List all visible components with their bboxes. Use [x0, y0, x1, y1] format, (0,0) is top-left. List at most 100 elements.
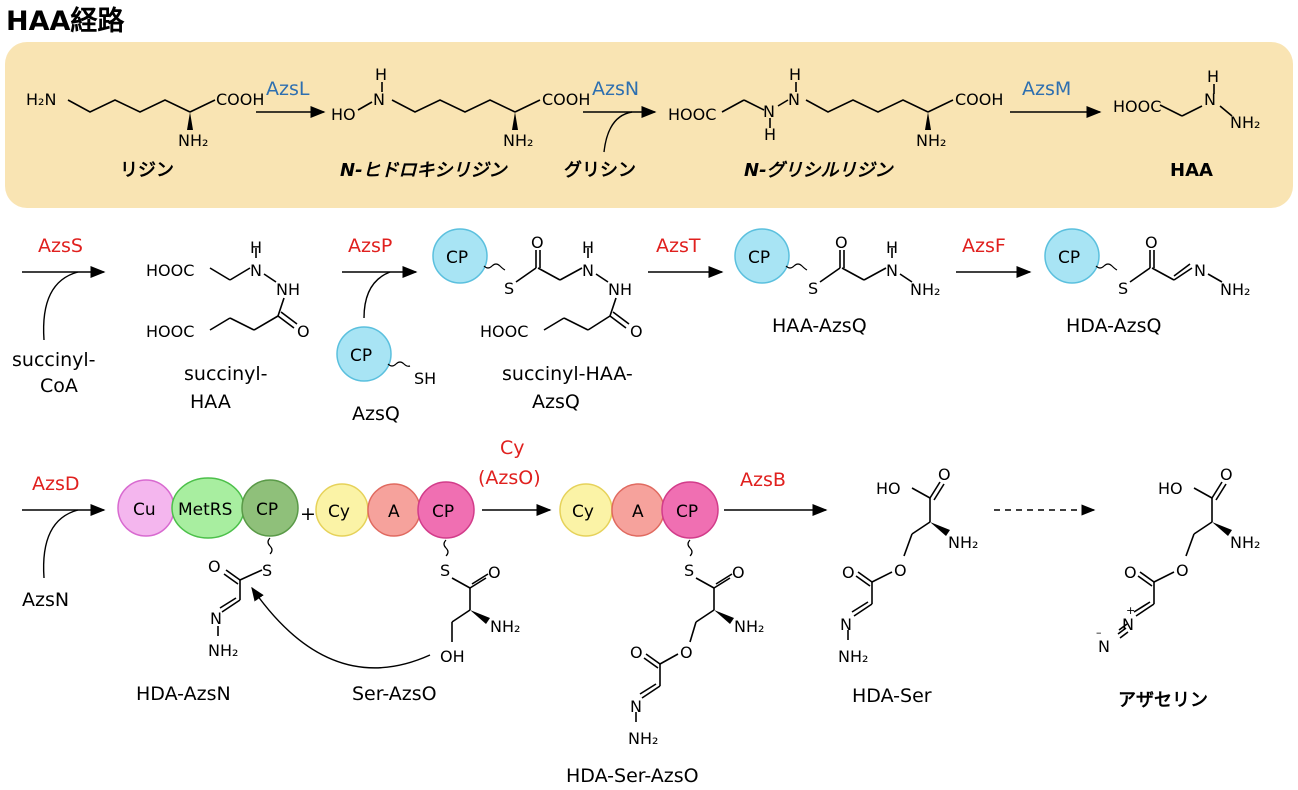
aza-nh2: NH₂: [1230, 533, 1260, 552]
domain-cp-magenta-2-label: CP: [676, 502, 698, 522]
domain-cp-green-label: CP: [256, 500, 278, 520]
hdan-s: S: [262, 561, 272, 580]
hsa-o2: O: [680, 643, 693, 662]
hsa-nh2b: NH₂: [628, 729, 658, 748]
haa-n: N: [1204, 90, 1216, 109]
azsq-cp-domain: [336, 326, 392, 382]
lysine-nh2: NH₂: [178, 131, 208, 150]
domain-a-2-label: A: [632, 502, 644, 522]
haaq-h: H: [886, 238, 898, 257]
enzyme-azsm: AzsM: [1022, 78, 1071, 100]
compound-lysine: リジン: [120, 160, 174, 181]
domain-cp-green: [241, 479, 299, 537]
sh-n: N: [250, 261, 262, 280]
ngl-nh2: NH₂: [916, 131, 946, 150]
hdaq-n: N: [1194, 261, 1206, 280]
shaaq-hooc: HOOC: [480, 322, 528, 341]
shaaq-s: S: [504, 279, 514, 298]
cosubstrate-azsn: AzsN: [22, 589, 69, 611]
hdan-o: O: [208, 557, 221, 576]
enzyme-cy-line1: Cy: [500, 437, 525, 459]
domain-a-1-label: A: [388, 502, 400, 522]
hdas-ho: HO: [876, 479, 901, 498]
lysine-h2n: H₂N: [26, 90, 56, 109]
succinyl-haa-structure: [209, 248, 298, 331]
enzyme-azsn: AzsN: [592, 78, 639, 100]
domain-cp-magenta-2: [661, 481, 719, 539]
ser-oh: OH: [440, 647, 465, 666]
hdan-n: N: [210, 609, 222, 628]
haa-pathway-panel: [5, 42, 1293, 208]
ser-s: S: [440, 561, 450, 580]
haaq-cp-label: CP: [748, 248, 770, 268]
haa-hooc: HOOC: [1113, 97, 1161, 116]
nhl-h: H: [375, 65, 387, 84]
plus-sign: +: [300, 503, 316, 525]
hdas-nh2b: NH₂: [838, 647, 868, 666]
hsa-o3: O: [630, 643, 643, 662]
hdaq-cp-domain: [1044, 228, 1100, 284]
haaq-n: N: [886, 261, 898, 280]
enzyme-azss: AzsS: [38, 235, 83, 257]
azsq-cp-label: CP: [350, 346, 372, 366]
compound-n-hydroxylysine: N-ヒドロキシリジン: [340, 160, 509, 181]
compound-haa: HAA: [1170, 160, 1213, 181]
n-glycyllysine-structure: [721, 82, 954, 130]
hdaq-o: O: [1145, 233, 1158, 252]
compound-n-glycyllysine: N-グリシルリジン: [744, 160, 895, 181]
haaq-nh2: NH₂: [910, 280, 940, 299]
shaaq-o: O: [531, 233, 544, 252]
enzyme-azsl: AzsL: [266, 78, 310, 100]
nhl-n: N: [373, 90, 385, 109]
sh-hooc1: HOOC: [146, 261, 194, 280]
nhl-cooh: COOH: [542, 90, 590, 109]
shaaq-h: H: [582, 238, 594, 257]
hda-azsq-structure: [1095, 250, 1223, 283]
succinyl-haa-azsq-structure: [483, 248, 630, 331]
domain-cp-magenta-1: [417, 481, 475, 539]
haa-azsq-structure: [785, 248, 913, 283]
enzyme-azsd: AzsD: [32, 473, 80, 495]
compound-hda-azsq: HDA-AzsQ: [1066, 315, 1161, 337]
sh-hooc2: HOOC: [146, 322, 194, 341]
hda-azsn-structure: [217, 537, 273, 636]
haaq-o: O: [835, 233, 848, 252]
sh-h: H: [250, 238, 262, 257]
enzyme-azsf: AzsF: [962, 235, 1006, 257]
azaserine-structure: [1117, 481, 1232, 639]
hdas-o2: O: [894, 561, 907, 580]
enzyme-azsb: AzsB: [740, 469, 786, 491]
nhl-ho: HO: [331, 105, 356, 124]
haa-nh2: NH₂: [1230, 113, 1260, 132]
shaaq-o2: O: [630, 322, 643, 341]
ngl-n1: N: [763, 102, 775, 121]
hsa-o1: O: [732, 563, 745, 582]
aza-o3: O: [1124, 563, 1137, 582]
haaq-cp-domain: [734, 228, 790, 284]
compound-succinyl-haa-azsq-2: AzsQ: [532, 391, 580, 413]
aza-minus: –: [1096, 626, 1102, 639]
ser-azso-structure: [443, 539, 490, 642]
compound-succinyl-haa-1: succinyl-: [184, 363, 268, 385]
page-title: HAA経路: [6, 5, 125, 37]
hda-ser-azso-structure: [635, 539, 734, 722]
ngl-h2: H: [789, 65, 801, 84]
cosubstrate-glycine: グリシン: [564, 159, 636, 181]
azsq-sh: SH: [414, 369, 436, 388]
haa-h: H: [1207, 67, 1219, 86]
haaq-s: S: [808, 279, 818, 298]
ngl-cooh: COOH: [955, 90, 1003, 109]
enzyme-cy-line2: (AzsO): [478, 467, 541, 489]
hsa-nh2: NH₂: [734, 617, 764, 636]
compound-hda-ser: HDA-Ser: [852, 685, 932, 707]
cosubstrate-succinyl-coa-2: CoA: [40, 375, 78, 397]
hdas-o1: O: [938, 465, 951, 484]
enzyme-azsp: AzsP: [348, 235, 392, 257]
ngl-hooc: HOOC: [668, 105, 716, 124]
domain-cu-label: Cu: [133, 500, 156, 520]
compound-hda-azsn: HDA-AzsN: [136, 683, 231, 705]
hsa-n: N: [630, 697, 642, 716]
ser-o: O: [488, 563, 501, 582]
nhl-nh2: NH₂: [503, 131, 533, 150]
